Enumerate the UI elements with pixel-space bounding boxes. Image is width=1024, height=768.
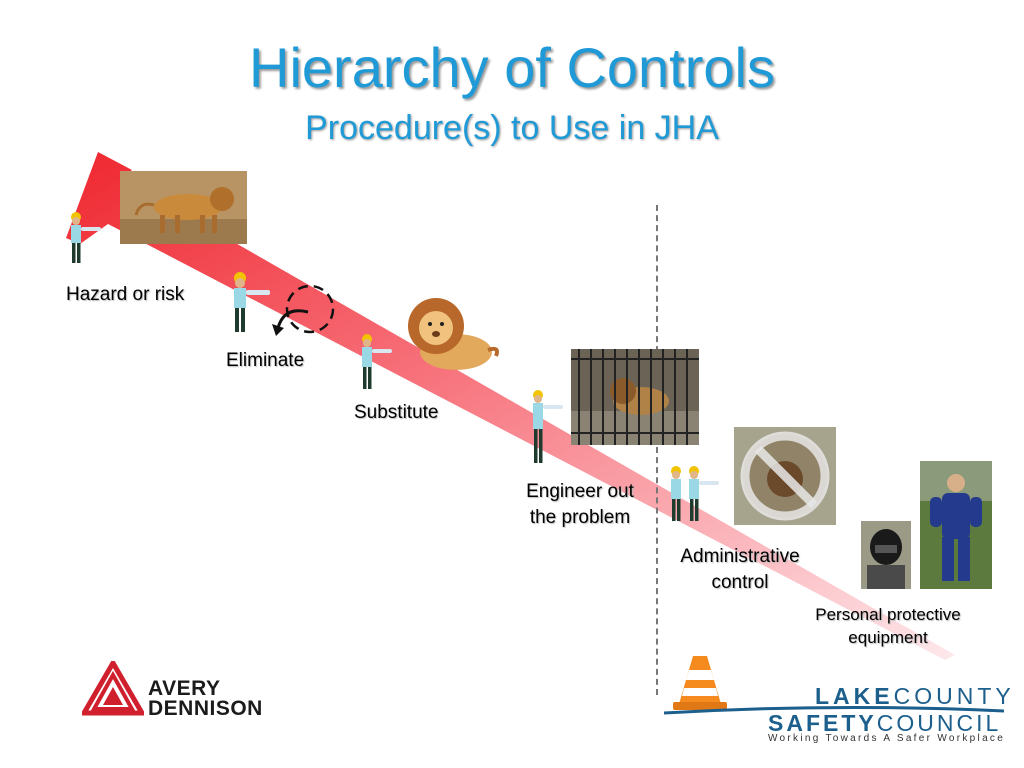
lake-county-swoosh xyxy=(663,702,1005,715)
label-ppe-line1: Personal protective xyxy=(815,605,961,624)
avery-dennison-logo-mark xyxy=(82,661,144,716)
avery-logo-line1: AVERY xyxy=(148,677,221,700)
lake-county-logo-line1: LAKECOUNTY xyxy=(815,683,1015,710)
lake-county-tagline: Working Towards A Safer Workplace xyxy=(768,733,1006,744)
eliminate-dashed-circle-arrow xyxy=(272,284,335,336)
avery-dennison-logo-text: AVERY DENNISON xyxy=(148,677,263,720)
slide-subtitle: Procedure(s) to Use in JHA xyxy=(305,109,719,147)
traffic-cone-icon xyxy=(673,656,727,710)
label-hazard-or-risk: Hazard or risk xyxy=(66,284,185,305)
label-admin-line1: Administrative xyxy=(680,546,800,567)
lion-photo xyxy=(120,171,247,244)
worker-figure-hazard xyxy=(71,212,101,263)
worker-figure-engineer xyxy=(533,390,563,463)
no-lion-sign-photo xyxy=(734,427,836,525)
label-engineer-line1: Engineer out xyxy=(526,481,634,502)
label-engineer-line2: the problem xyxy=(529,507,631,528)
protective-hood-photo xyxy=(861,521,911,589)
label-personal-protective-equipment: Personal protective equipment xyxy=(798,603,978,649)
dashed-divider xyxy=(656,205,658,695)
label-ppe-line2: equipment xyxy=(848,628,928,647)
label-admin-line2: control xyxy=(711,572,769,593)
label-eliminate: Eliminate xyxy=(226,350,305,371)
lake-county-logo-line2: SAFETYCOUNCIL xyxy=(768,710,1001,737)
stuffed-lion xyxy=(408,298,499,370)
worker-figures-administrative xyxy=(671,466,719,521)
slide-title: Hierarchy of Controls xyxy=(249,36,775,99)
avery-logo-line2: DENNISON xyxy=(148,697,263,720)
lake-county-logo-safety: SAFETY xyxy=(768,710,877,736)
lake-county-logo-county: COUNTY xyxy=(893,683,1015,709)
label-administrative-control: Administrative control xyxy=(664,544,816,596)
caged-lion-photo xyxy=(571,349,699,445)
worker-figure-eliminate xyxy=(234,272,270,332)
protective-suit-photo xyxy=(920,461,992,589)
lake-county-logo-council: COUNCIL xyxy=(876,710,1002,736)
label-substitute: Substitute xyxy=(354,402,439,423)
worker-figure-substitute xyxy=(362,334,392,389)
label-engineer-out: Engineer out the problem xyxy=(510,479,650,531)
lake-county-logo-lake: LAKE xyxy=(815,683,894,709)
